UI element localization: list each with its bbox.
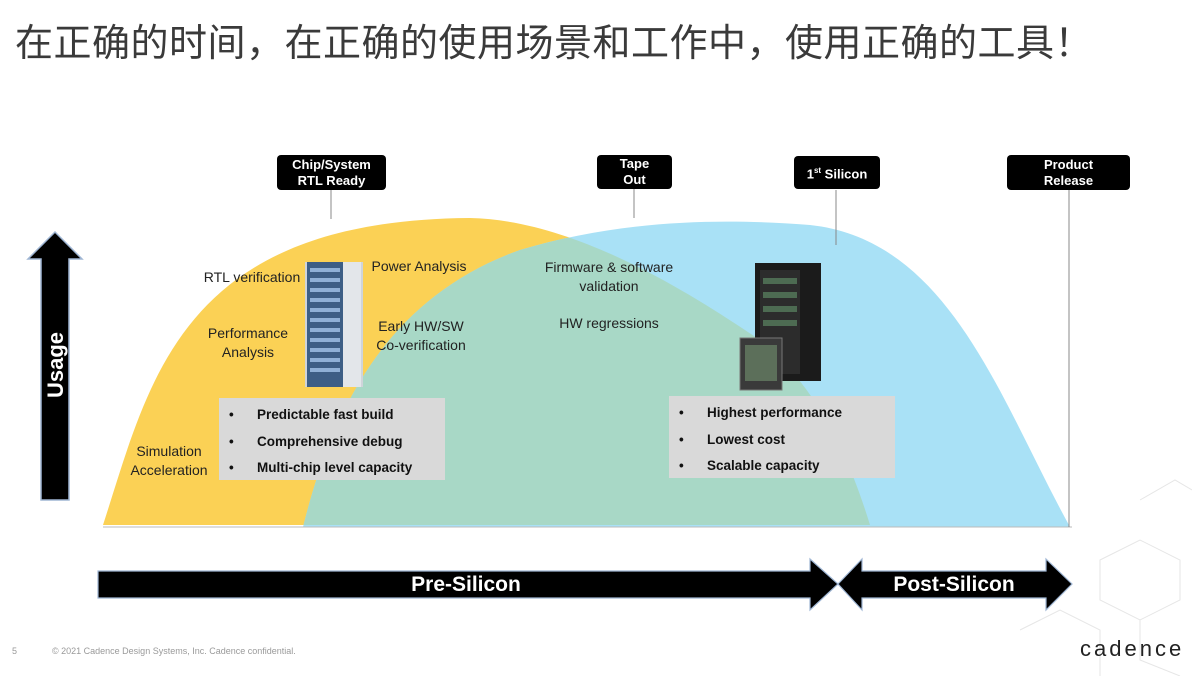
label-performance-line1: Performance [207, 325, 289, 341]
label-early-hwsw-line1: Early HW/SW [378, 318, 464, 334]
prototyping-rack-image [739, 263, 821, 391]
list-item: •Predictable fast build [229, 407, 394, 422]
milestone-release-line2: Release [1043, 172, 1094, 188]
label-hw-regressions: HW regressions [559, 315, 659, 331]
page-title: 在正确的时间，在正确的使用场景和工作中，使用正确的工具！ [15, 21, 1094, 65]
label-simulation-line2: Acceleration [130, 462, 208, 478]
list-item: •Comprehensive debug [229, 433, 403, 449]
label-power-analysis: Power Analysis [371, 258, 467, 274]
pre-silicon-label: Pre-Silicon [411, 573, 521, 596]
milestone-silicon-number: 1 [806, 166, 814, 182]
list-item: •Highest performance [679, 405, 843, 420]
post-silicon-arrow [837, 557, 1073, 612]
milestone-first-silicon: 1st Silicon [794, 156, 880, 189]
milestone-tapeout-line1: Tape [619, 156, 650, 171]
milestone-rtl-line1: Chip/System [292, 156, 371, 172]
prototyping-features-box: •Highest performance •Lowest cost •Scala… [669, 396, 895, 478]
label-firmware-line1: Firmware & software [544, 259, 674, 275]
milestone-silicon-sup: st [813, 165, 822, 175]
milestone-silicon-text: Silicon [821, 166, 868, 182]
milestone-product-release: Product Release [1007, 155, 1130, 190]
feature-text: Lowest cost [707, 431, 786, 447]
list-item: •Lowest cost [679, 431, 786, 447]
milestone-rtl-ready: Chip/System RTL Ready [277, 155, 386, 190]
label-performance-analysis: Performance Analysis [198, 324, 298, 362]
usage-arrow [26, 230, 84, 501]
milestone-release-line1: Product [1043, 156, 1094, 172]
feature-text: Scalable capacity [707, 458, 820, 473]
cadence-logo: cadence [1080, 636, 1185, 661]
list-item: •Multi-chip level capacity [229, 460, 413, 475]
emulator-rack-image [305, 262, 363, 387]
feature-text: Predictable fast build [257, 407, 394, 422]
milestone-tapeout-line2: Out [623, 172, 646, 187]
milestone-tape-out: Tape Out [597, 155, 672, 189]
label-firmware-validation: Firmware & software validation [534, 258, 684, 296]
label-firmware-line2: validation [579, 278, 639, 294]
label-simulation-line1: Simulation [136, 443, 202, 459]
feature-text: Multi-chip level capacity [257, 460, 413, 475]
feature-text: Highest performance [707, 405, 843, 420]
label-early-hwsw: Early HW/SW Co-verification [368, 317, 474, 355]
overlap-region [303, 221, 870, 525]
label-simulation-acceleration: Simulation Acceleration [124, 442, 214, 480]
milestone-rtl-line2: RTL Ready [297, 172, 366, 188]
label-rtl-verification: RTL verification [203, 269, 301, 285]
label-early-hwsw-line2: Co-verification [376, 337, 466, 353]
copyright-notice: © 2021 Cadence Design Systems, Inc. Cade… [52, 646, 296, 656]
emulation-features-box: •Predictable fast build •Comprehensive d… [219, 398, 445, 480]
pre-silicon-arrow [97, 557, 839, 612]
list-item: •Scalable capacity [679, 458, 820, 473]
label-performance-line2: Analysis [221, 344, 275, 360]
usage-axis-label: Usage [43, 331, 68, 398]
feature-text: Comprehensive debug [257, 433, 403, 449]
page-number: 5 [12, 646, 18, 656]
background-hexagons [1019, 479, 1192, 676]
post-silicon-label: Post-Silicon [893, 573, 1015, 596]
